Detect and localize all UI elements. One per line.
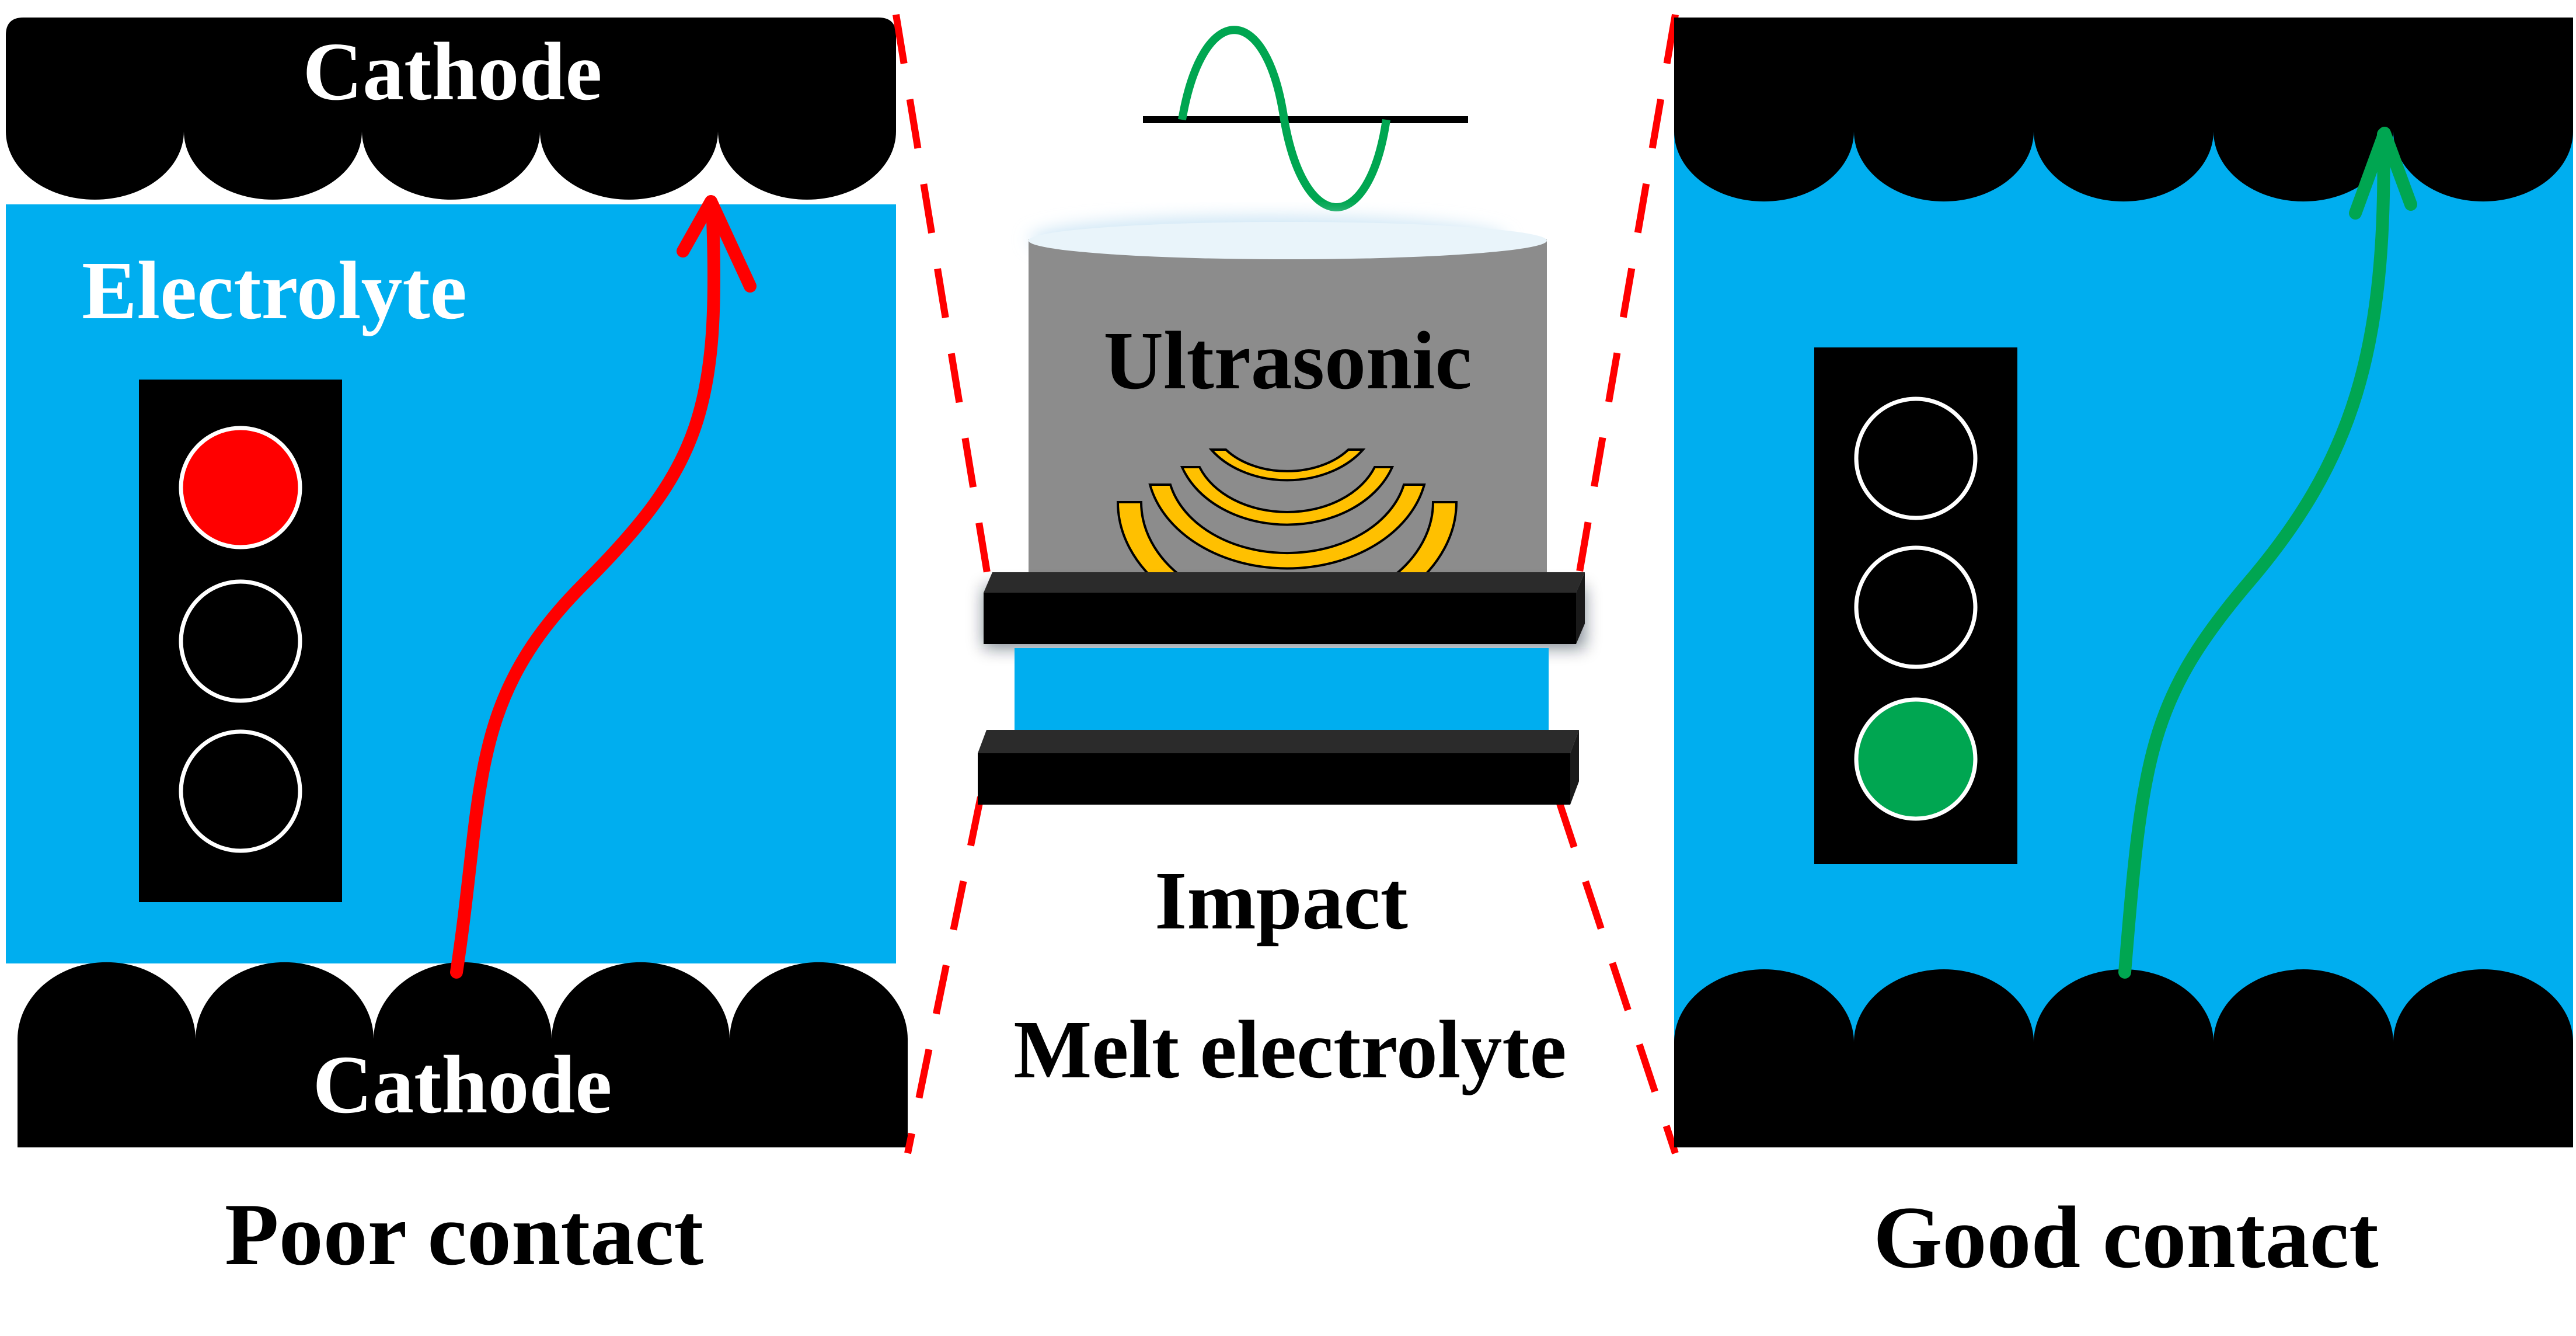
middle-light-off: [1854, 545, 1978, 669]
zoom-line-top-left: [893, 14, 993, 587]
ac-signal-icon: [1143, 26, 1468, 211]
zoom-line-top-right: [1575, 13, 1679, 576]
right-traffic-light: [1814, 347, 2017, 864]
melt-electrolyte-layer: [1015, 648, 1549, 742]
zoom-line-bottom-left: [904, 796, 984, 1154]
impact-caption: Impact: [1155, 854, 1408, 947]
top-light-off: [1854, 396, 1978, 520]
left-traffic-light: [139, 380, 342, 902]
electrolyte-label: Electrolyte: [82, 244, 467, 336]
green-light-on: [1854, 697, 1978, 821]
zoom-line-bottom-right: [1555, 799, 1679, 1154]
left-top-cathode: [6, 18, 896, 200]
right-panel: Good contact: [1674, 18, 2573, 1286]
bottom-light-off: [179, 729, 302, 853]
ultrasonic-horn: Ultrasonic: [1029, 216, 1547, 629]
poor-ion-path-arrow: [450, 195, 757, 979]
good-ion-path-arrow: [2118, 127, 2417, 979]
poor-contact-caption: Poor contact: [225, 1185, 703, 1283]
lower-electrode-plate: [978, 730, 1579, 805]
left-top-cathode-label: Cathode: [303, 25, 602, 117]
left-bottom-cathode-label: Cathode: [313, 1038, 612, 1130]
good-contact-caption: Good contact: [1873, 1188, 2378, 1286]
middle-light-off: [179, 579, 302, 703]
left-panel: Cathode Cathode Electrolyte Poor contact: [6, 18, 908, 1283]
red-light-on: [179, 426, 302, 549]
melt-electrolyte-caption: Melt electrolyte: [1013, 1003, 1566, 1095]
right-top-cathode: [1674, 18, 2573, 201]
ultrasonic-label: Ultrasonic: [1103, 314, 1472, 406]
center-panel: Ultrasonic Impact Melt electroly: [978, 26, 1585, 1095]
right-bottom-cathode: [1674, 969, 2573, 1147]
left-bottom-cathode: [18, 962, 908, 1147]
zoom-lines: [893, 13, 1679, 1154]
upper-electrode-plate: [984, 572, 1585, 648]
